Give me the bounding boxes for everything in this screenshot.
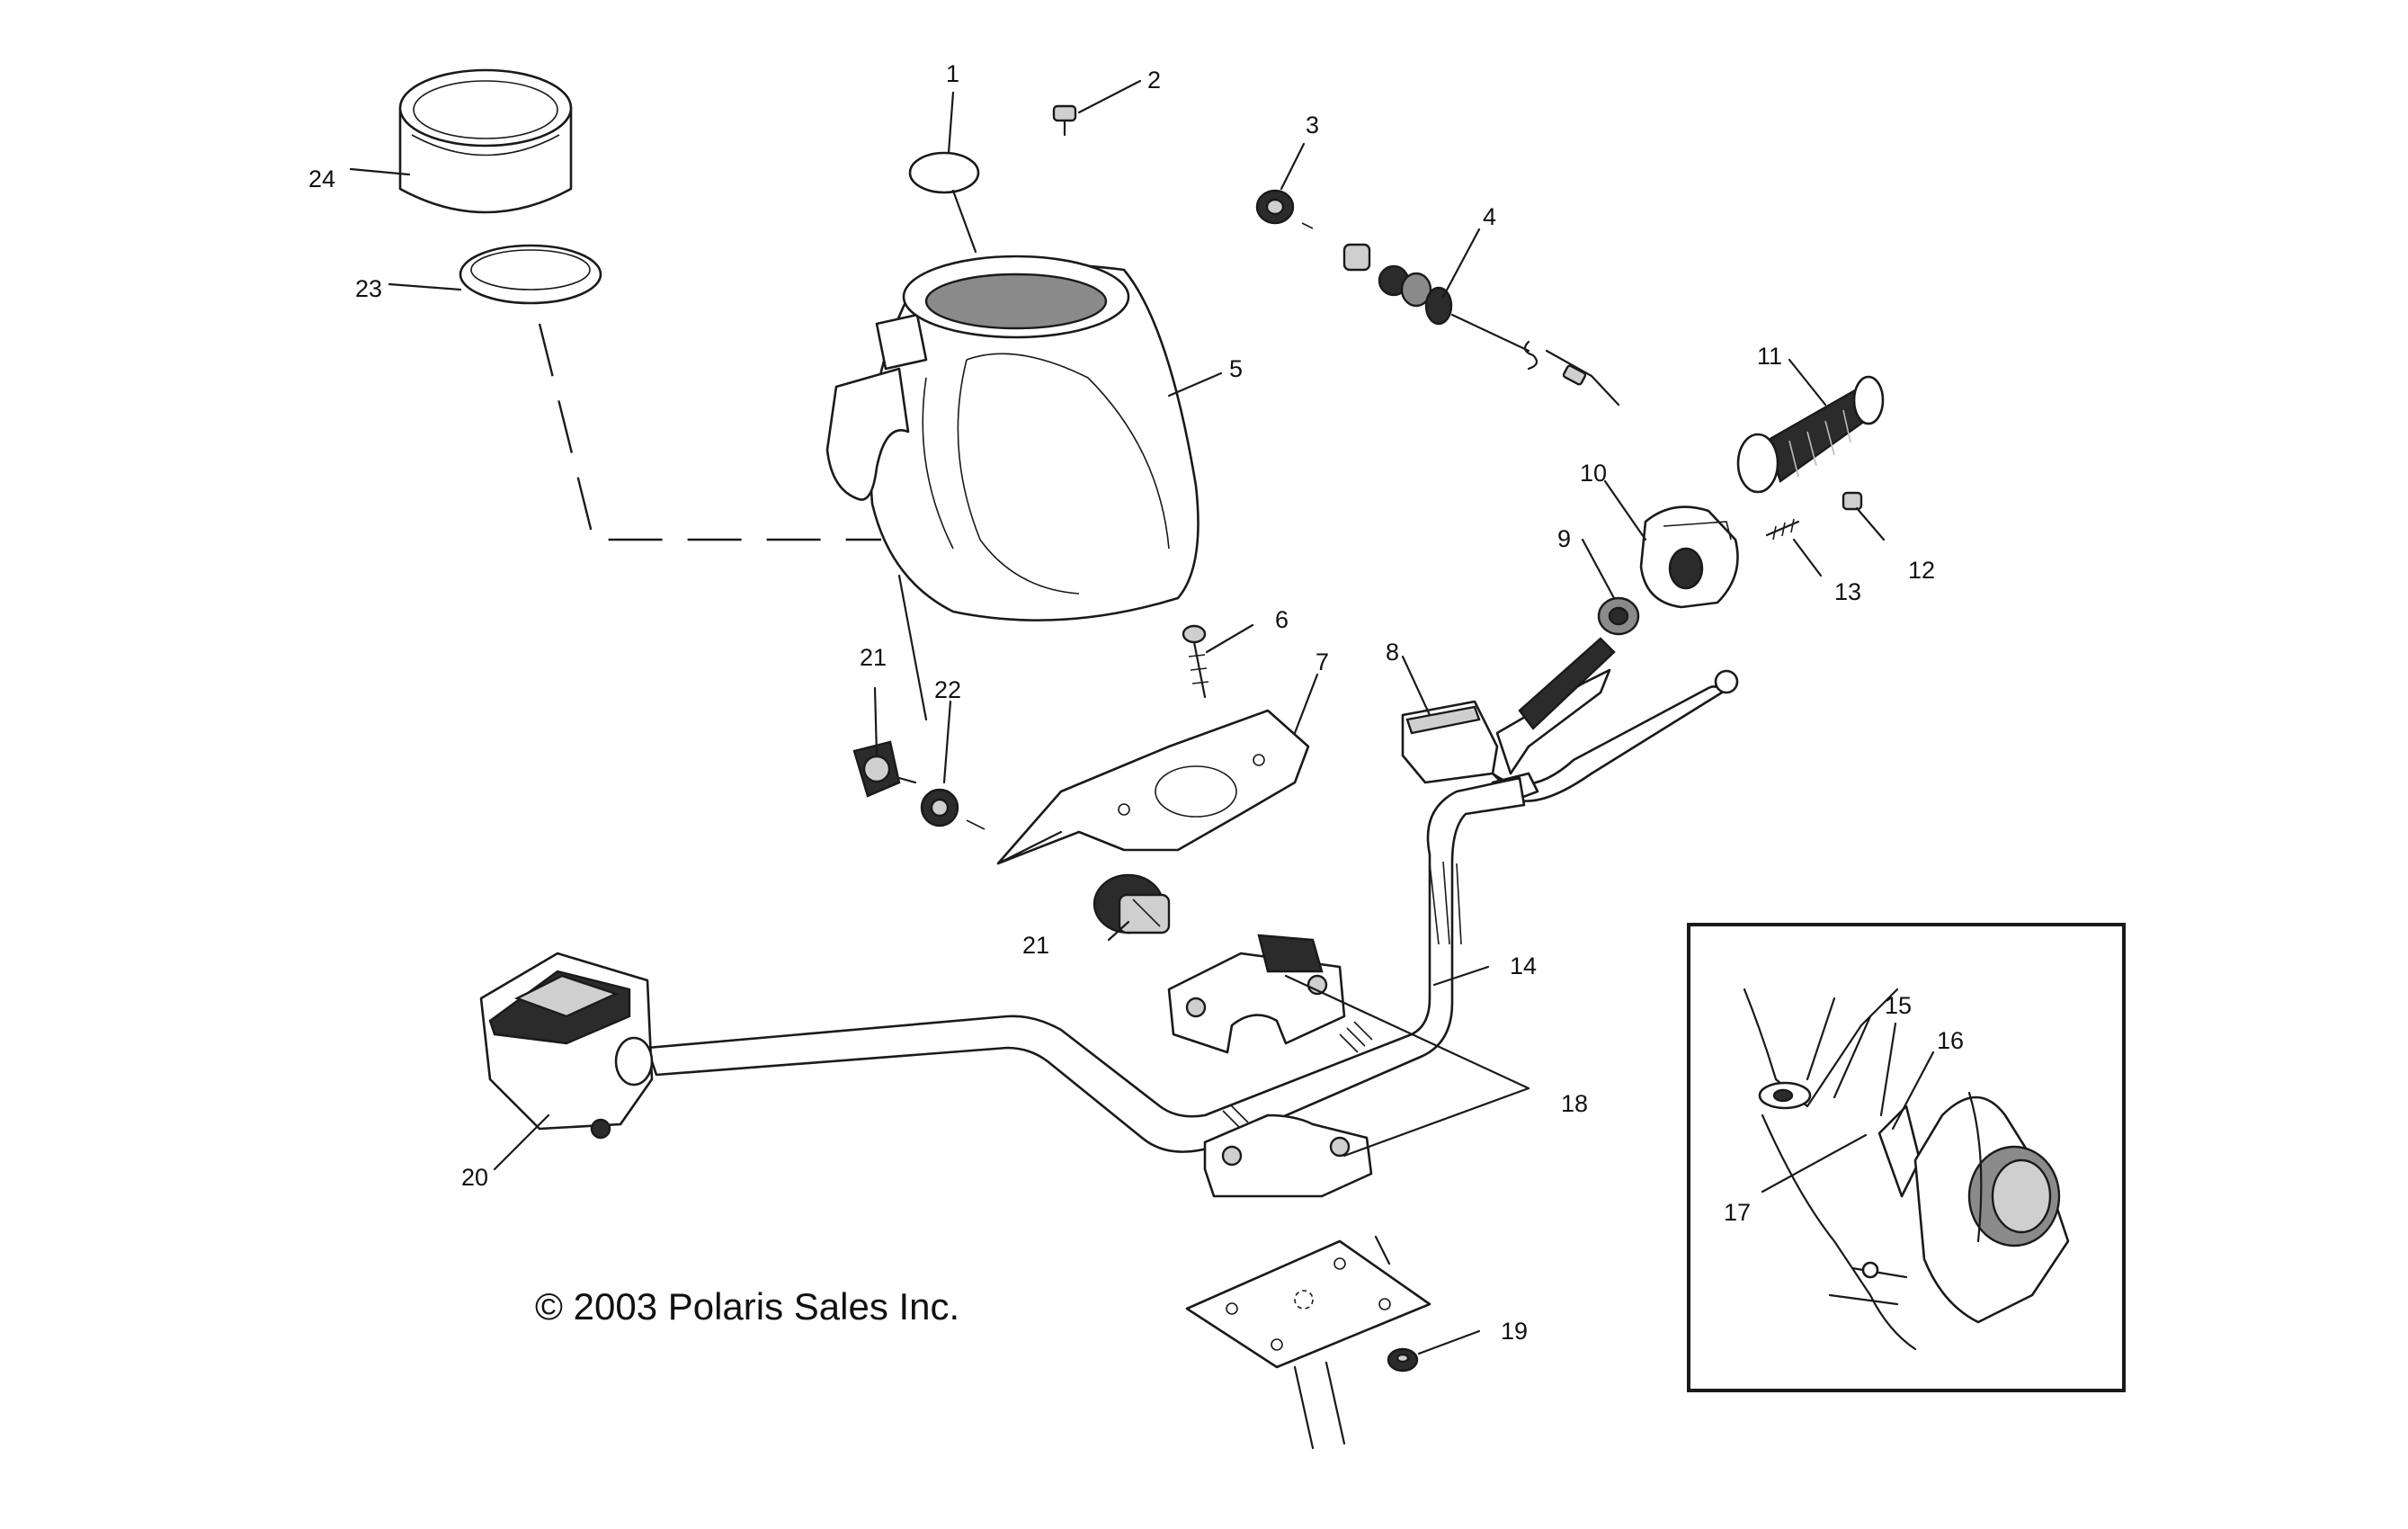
part-11-grip: [1736, 375, 1885, 494]
callout-10: 10: [1580, 460, 1607, 487]
copyright-notice: © 2003 Polaris Sales Inc.: [535, 1285, 959, 1328]
part-21-switch-lower: [1093, 873, 1171, 934]
callout-7: 7: [1315, 648, 1329, 675]
callout-21b: 21: [1022, 932, 1049, 959]
part-7-mount-plate: [996, 709, 1310, 865]
callout-17: 17: [1724, 1199, 1751, 1226]
part-3-nut: [1255, 189, 1314, 229]
part-4-cable-adjuster: [1342, 243, 1620, 407]
callout-24: 24: [308, 165, 335, 192]
riser-plate: [1185, 1235, 1431, 1450]
leader-lines: [349, 79, 1935, 1355]
part-14-handlebar: [646, 776, 1526, 1153]
callout-23: 23: [355, 275, 382, 302]
callout-1: 1: [946, 60, 959, 87]
part-6-bolt: [1182, 624, 1209, 699]
part-12-plug: [1842, 491, 1863, 511]
assembly-line-ring: [538, 323, 881, 541]
part-24-bezel-ring: [398, 68, 573, 214]
callout-19: 19: [1501, 1318, 1528, 1345]
part-1-lens: [908, 151, 980, 194]
callout-8: 8: [1386, 639, 1399, 666]
callout-4: 4: [1483, 203, 1496, 230]
callout-14: 14: [1510, 952, 1537, 979]
part-10-throttle-housing: [1639, 505, 1739, 609]
callout-5: 5: [1229, 355, 1243, 382]
part-5-headlight-pod: [825, 255, 1200, 621]
part-23-ring: [459, 244, 602, 305]
part-19-nut: [1387, 1347, 1419, 1373]
part-9-bushing: [1597, 596, 1640, 636]
callout-11: 11: [1757, 343, 1782, 370]
callout-21a: 21: [860, 644, 887, 671]
callout-9: 9: [1557, 525, 1571, 552]
part-2-screw: [1052, 104, 1077, 137]
part-21-switch-upper: [852, 740, 917, 798]
part-18-clamp-upper: [1167, 934, 1346, 1054]
callout-22: 22: [934, 676, 961, 703]
part-22-grommet: [920, 788, 985, 830]
callout-6: 6: [1275, 606, 1289, 633]
callout-18: 18: [1561, 1090, 1588, 1117]
callout-16: 16: [1937, 1027, 1964, 1054]
callouts: 1 2 3 4 5 6 7 8 9 10 11 12 13 14 15 16 1…: [308, 60, 1964, 1345]
part-8-master-cylinder: [1401, 637, 1739, 807]
callout-3: 3: [1306, 112, 1319, 139]
part-13-screw: [1765, 518, 1800, 541]
part-20-left-switch: [479, 952, 654, 1140]
inset-detail: [1687, 923, 2126, 1392]
part-18-clamp-lower: [1203, 1113, 1373, 1198]
callout-20: 20: [461, 1164, 488, 1191]
callout-15: 15: [1885, 992, 1912, 1019]
callout-2: 2: [1147, 67, 1161, 94]
callout-13: 13: [1834, 578, 1861, 605]
callout-12: 12: [1908, 557, 1935, 584]
